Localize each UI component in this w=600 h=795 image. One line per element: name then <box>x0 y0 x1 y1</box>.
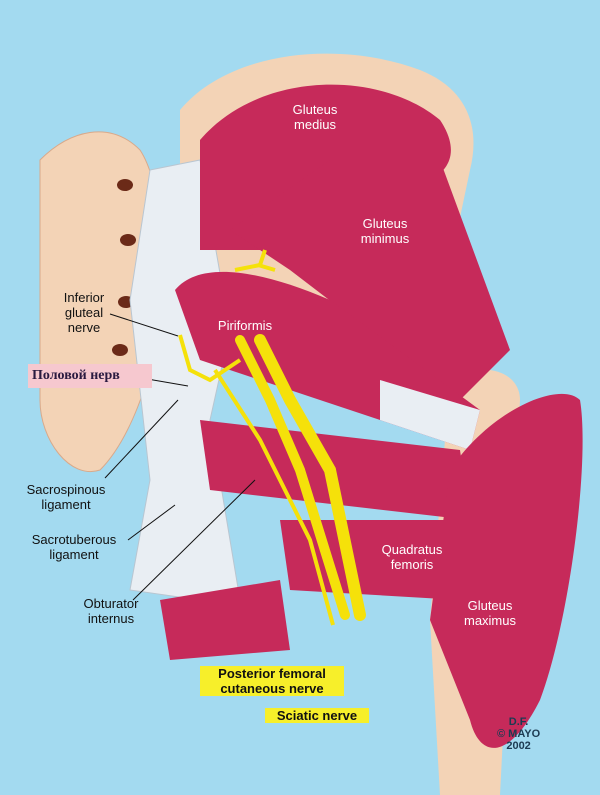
sciatic-nerve-shape <box>235 335 350 620</box>
label-pudendal-nerve: Половой нерв <box>28 364 152 388</box>
leader-line <box>104 399 179 479</box>
signature-initials: D.F. <box>508 716 529 728</box>
label-gluteus-maximus: Gluteus maximus <box>463 598 516 628</box>
label-gluteus-minimus: Gluteus minimus <box>360 216 410 246</box>
label-sacrospinous-ligament: Sacrospinous ligament <box>26 482 106 512</box>
leader-line <box>132 479 256 601</box>
signature-copyright: © MAYO <box>497 728 541 740</box>
obturator-internus-shape <box>160 580 290 660</box>
gluteus-minimus-shape <box>230 160 510 400</box>
inferior-gluteal-nerve-shape <box>178 334 242 383</box>
label-piriformis: Piriformis <box>217 318 273 333</box>
sciatic-nerve-shape <box>254 334 366 621</box>
sacral-foramen <box>117 179 133 191</box>
gluteus-maximus-shape <box>430 393 583 748</box>
label-posterior-femoral-cutaneous-nerve: Posterior femoral cutaneous nerve <box>200 666 344 696</box>
sacral-foramen <box>112 344 128 356</box>
label-gluteus-medius: Gluteus medius <box>292 102 338 132</box>
label-sciatic-nerve: Sciatic nerve <box>265 708 369 723</box>
posterior-femoral-cutaneous-nerve-shape <box>213 368 335 626</box>
leader-line <box>109 313 179 337</box>
artist-signature: D.F. © MAYO 2002 <box>497 716 540 752</box>
label-sacrotuberous-ligament: Sacrotuberous ligament <box>31 532 117 562</box>
sacral-foramen <box>120 234 136 246</box>
superior-gluteal-nerve-shape <box>234 249 276 272</box>
leader-line <box>127 504 176 541</box>
label-obturator-internus: Obturator internus <box>83 596 139 626</box>
label-quadratus-femoris: Quadratus femoris <box>381 542 443 572</box>
piriformis-tendon <box>380 380 480 450</box>
label-inferior-gluteal-nerve: Inferior gluteal nerve <box>63 290 105 335</box>
signature-year: 2002 <box>506 740 531 752</box>
